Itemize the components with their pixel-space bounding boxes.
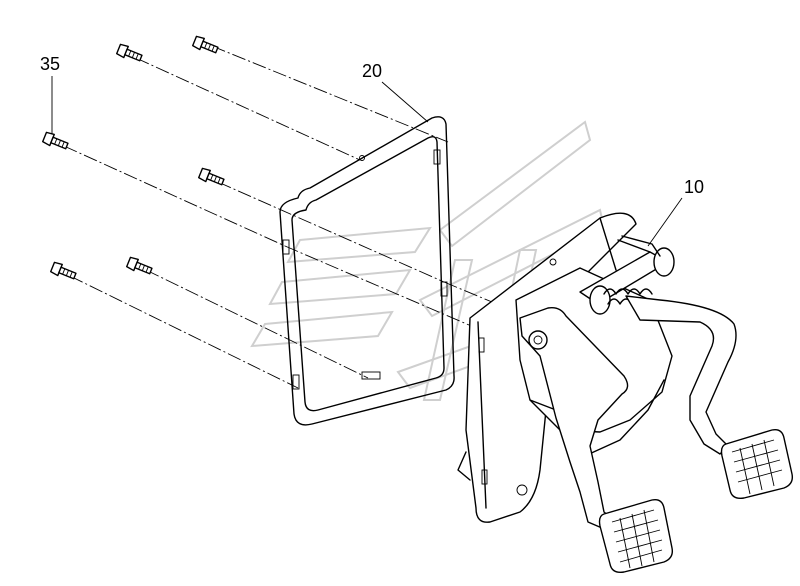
gasket-slot — [282, 239, 290, 255]
callout-20: 20 — [362, 61, 382, 81]
bolt-1 — [192, 35, 219, 54]
clutch-pedal-pad — [598, 498, 674, 574]
gasket-slot — [361, 371, 381, 380]
bolt-4 — [198, 167, 225, 186]
bolt-group — [42, 35, 225, 280]
bolt-2 — [116, 43, 143, 62]
callout-10: 10 — [684, 177, 704, 197]
gasket-slot — [440, 281, 448, 297]
callout-35: 35 — [40, 54, 60, 74]
gasket-slot — [292, 374, 300, 390]
assembly-lines — [63, 45, 493, 389]
pedal-assembly — [457, 212, 794, 574]
bolt-5 — [126, 256, 153, 275]
gasket-slot — [433, 149, 441, 165]
brake-pedal-pad — [720, 428, 794, 500]
bolt-3 — [42, 131, 69, 150]
leader-lines — [51, 76, 683, 247]
bolt-6 — [50, 261, 77, 280]
gasket-frame — [279, 116, 455, 426]
